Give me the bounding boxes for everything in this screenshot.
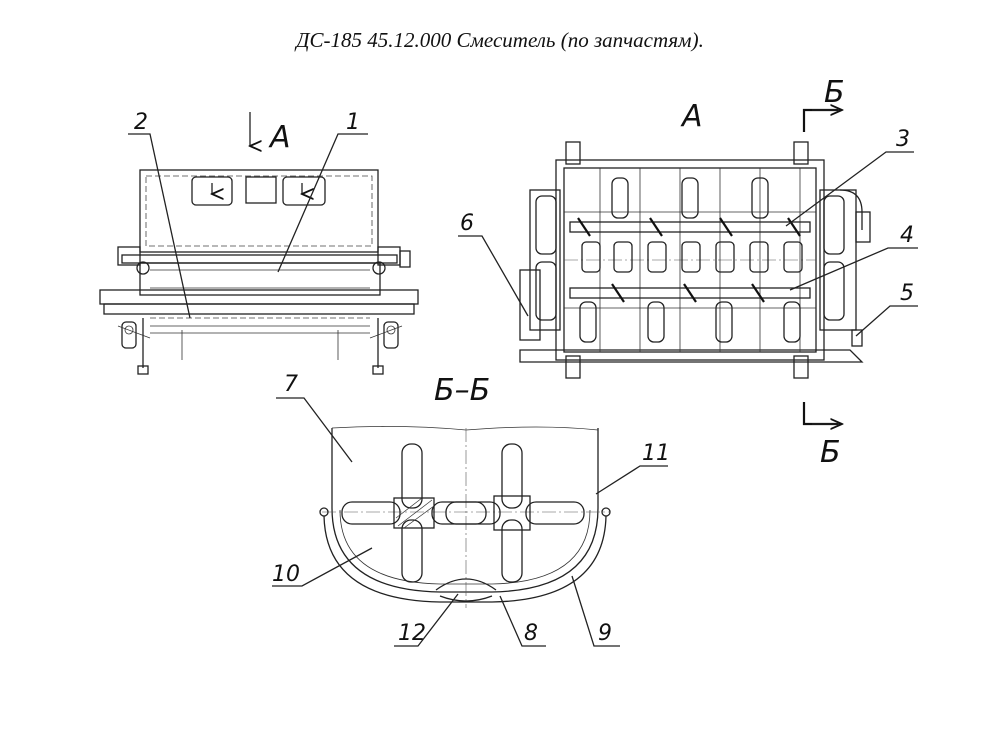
callout-6: 6	[460, 211, 474, 236]
callout-7: 7	[284, 372, 298, 397]
callout-3: 3	[896, 127, 910, 152]
front-view-arrow-label: А	[268, 120, 291, 155]
trough	[139, 262, 381, 296]
section-cut-label-bottom: Б	[820, 435, 841, 470]
callout-5: 5	[900, 281, 914, 306]
callout-1: 1	[346, 110, 360, 135]
drawing-title: ДС-185 45.12.000 Смеситель (по запчастям…	[296, 28, 704, 52]
plan-view: А Б Б	[458, 75, 918, 470]
front-view: А	[99, 110, 419, 375]
callout-9: 9	[598, 621, 612, 646]
section-cut-mark-bottom	[802, 402, 838, 426]
section-view: Б–Б	[272, 372, 670, 647]
section-cut-label-top: Б	[824, 75, 845, 110]
plan-view-label: А	[680, 99, 703, 134]
trough-section	[331, 428, 599, 593]
callout-11: 11	[642, 441, 670, 466]
callout-4: 4	[900, 223, 914, 248]
callout-10: 10	[272, 562, 300, 587]
callout-2: 2	[134, 110, 148, 135]
hopper-body	[139, 169, 379, 253]
callout-8: 8	[524, 621, 538, 646]
section-cut-mark-top	[802, 108, 838, 132]
callout-12: 12	[398, 621, 426, 646]
mixer-frame	[555, 159, 825, 361]
section-label: Б–Б	[434, 373, 490, 408]
